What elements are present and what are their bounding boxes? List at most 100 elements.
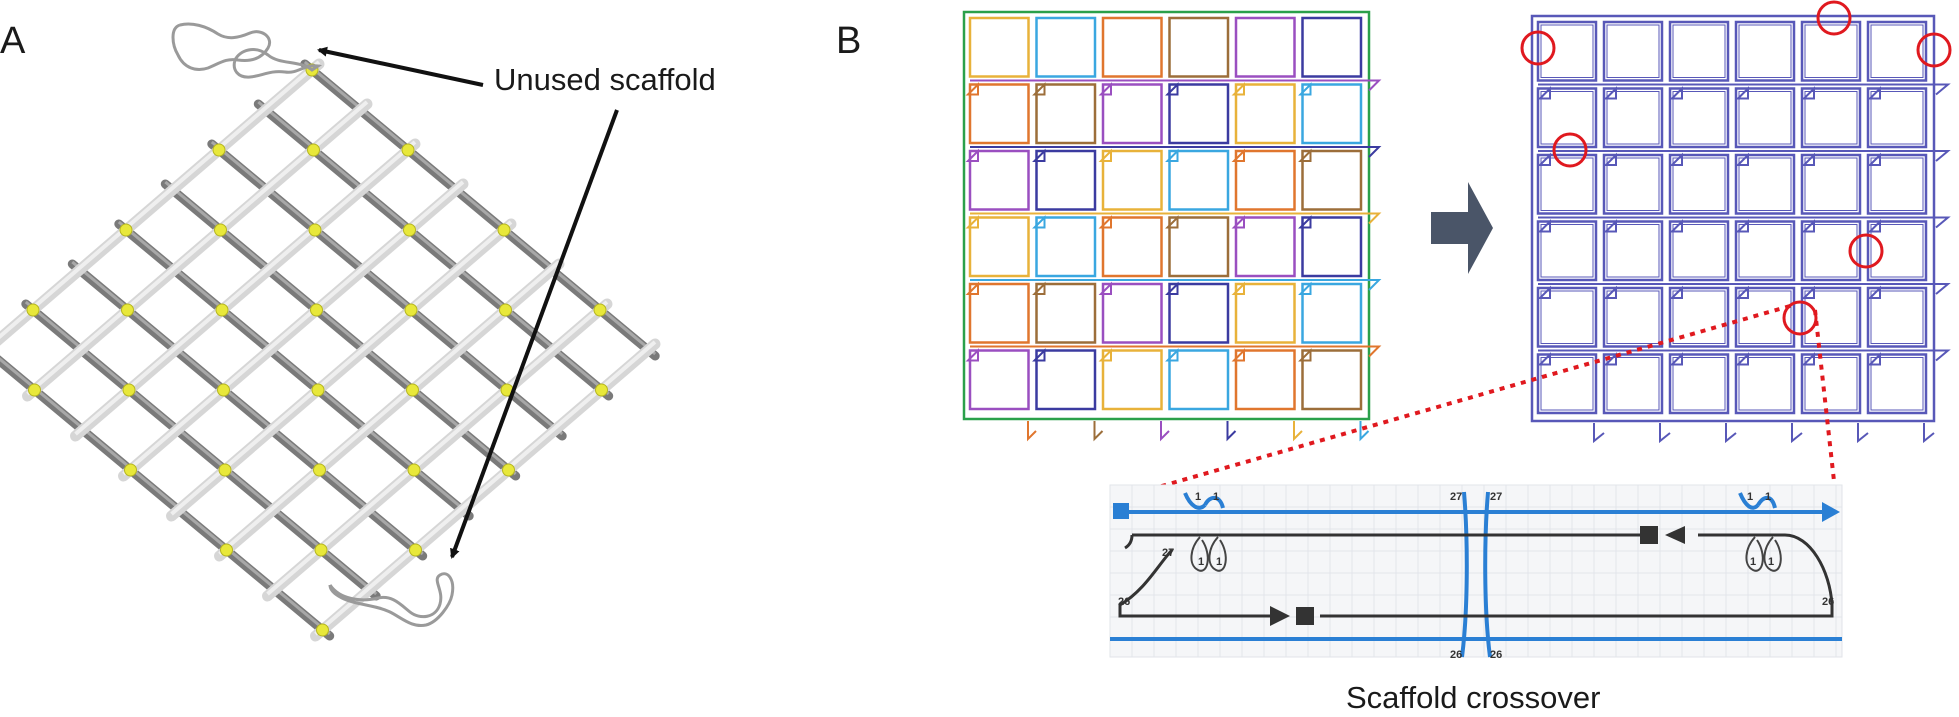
- scaffold-cell: [1800, 220, 1862, 282]
- scaffold-cell-inner: [1540, 224, 1594, 278]
- staple-cell: [1101, 16, 1163, 78]
- staple-cell: [968, 83, 1030, 145]
- scaffold-cell-inner: [1606, 224, 1660, 278]
- scaffold-loop-drop: [1208, 536, 1227, 572]
- staple-cell: [1301, 16, 1363, 78]
- scaffold-cell-inner: [1870, 224, 1924, 278]
- scaffold-cell: [1536, 220, 1598, 282]
- scaffold-cell-inner: [1870, 357, 1924, 411]
- junction-sphere: [401, 143, 415, 157]
- staple-corner: [1032, 82, 1046, 96]
- staple-cell: [1234, 282, 1296, 344]
- scaffold-cell: [1668, 353, 1730, 415]
- scaffold-cell: [1668, 20, 1730, 82]
- panel-a-lattice: [0, 58, 661, 642]
- scaffold-corner: [1537, 285, 1551, 299]
- scaffold-corner: [1801, 219, 1815, 233]
- scaffold-corner: [1537, 352, 1551, 366]
- staple-corner: [1032, 215, 1046, 229]
- scaffold-corner: [1669, 352, 1683, 366]
- scaffold-corner: [1801, 285, 1815, 299]
- scaffold-cell-inner: [1606, 357, 1660, 411]
- staple-corner: [1231, 148, 1245, 162]
- staple-corner: [1098, 148, 1112, 162]
- staple-cell: [1234, 16, 1296, 78]
- scaffold-cell-inner: [1540, 157, 1594, 211]
- staple-cell: [1168, 16, 1230, 78]
- scaffold-cell: [1536, 87, 1598, 149]
- scaffold-crossover-label: Scaffold crossover: [1346, 680, 1601, 715]
- scaffold-cell-inner: [1672, 224, 1726, 278]
- scaffold-cell: [1866, 353, 1928, 415]
- staple-corner: [1165, 82, 1179, 96]
- scaffold-tail: [1791, 423, 1803, 444]
- detail-number: 26: [1490, 649, 1502, 661]
- detail-number: 26: [1118, 596, 1130, 608]
- scaffold-rail: [1538, 216, 1951, 229]
- staple-cell: [1234, 83, 1296, 145]
- scaffold-corner: [1603, 86, 1617, 100]
- staple-corner: [965, 215, 979, 229]
- scaffold-corner: [1537, 86, 1551, 100]
- scaffold-corner: [1867, 285, 1881, 299]
- scaffold-cell: [1536, 20, 1598, 82]
- scaffold-cell-inner: [1870, 290, 1924, 344]
- scaffold-cell-inner: [1738, 24, 1792, 78]
- scaffold-corner: [1669, 285, 1683, 299]
- detail-number: 1: [1198, 556, 1204, 568]
- crossover-left-helix: [1460, 491, 1469, 658]
- highlight-circle: [1552, 132, 1588, 168]
- staple-cell: [1101, 282, 1163, 344]
- scaffold-cell: [1800, 286, 1862, 348]
- junction-sphere: [26, 303, 40, 317]
- scaffold-cell-inner: [1870, 24, 1924, 78]
- staple-tail: [1293, 421, 1303, 442]
- junction-sphere: [316, 623, 329, 637]
- junction-sphere: [28, 383, 41, 397]
- scaffold-lattice: [1530, 14, 1951, 444]
- scaffold-cell-inner: [1870, 91, 1924, 145]
- scaffold-cell: [1734, 286, 1796, 348]
- staple-cell: [1234, 349, 1296, 411]
- staple-cell: [968, 282, 1030, 344]
- scaffold-corner: [1603, 285, 1617, 299]
- panel-b-label: B: [836, 20, 862, 62]
- staple-tail: [1226, 421, 1237, 442]
- scaffold-corner: [1801, 352, 1815, 366]
- arrow-to-bottom-scaffold: [450, 109, 619, 559]
- scaffold-rail: [1538, 150, 1951, 162]
- staple-cell: [1168, 83, 1230, 145]
- detail-number: 1: [1750, 556, 1756, 568]
- scaffold-cell-inner: [1672, 357, 1726, 411]
- scaffold-cell-inner: [1672, 157, 1726, 211]
- detail-number: 27: [1162, 547, 1174, 559]
- helix-start-square: [1113, 503, 1129, 519]
- staple-corner: [1032, 148, 1046, 162]
- junction-sphere: [403, 223, 416, 237]
- staple-cell: [1035, 16, 1097, 78]
- scaffold-cell-inner: [1606, 24, 1660, 78]
- staple-cell: [1301, 282, 1363, 344]
- scaffold-corner: [1603, 352, 1617, 366]
- crossover-right-helix: [1483, 491, 1492, 658]
- unused-scaffold-loop-top: [171, 22, 323, 79]
- scaffold-cell: [1800, 87, 1862, 149]
- detail-number: 27: [1450, 491, 1462, 503]
- scaffold-cell-inner: [1540, 290, 1594, 344]
- junction-sphere: [595, 383, 608, 397]
- scaffold-tail: [1659, 423, 1671, 444]
- scaffold-rail: [1538, 283, 1951, 295]
- scaffold-cell-inner: [1540, 357, 1594, 411]
- scaffold-cell: [1602, 286, 1664, 348]
- scaffold-corner: [1735, 86, 1749, 100]
- staple-corner: [1298, 148, 1312, 162]
- helix-loop: [1738, 492, 1777, 510]
- staple-corner: [1098, 215, 1112, 229]
- scaffold-tail: [1725, 423, 1737, 444]
- scaffold-cell: [1668, 220, 1730, 282]
- junction-sphere: [122, 383, 136, 397]
- scaffold-cell-inner: [1606, 157, 1660, 211]
- scaffold-cell: [1734, 87, 1796, 149]
- scaffold-cell-inner: [1804, 157, 1858, 211]
- staple-rail: [970, 279, 1382, 291]
